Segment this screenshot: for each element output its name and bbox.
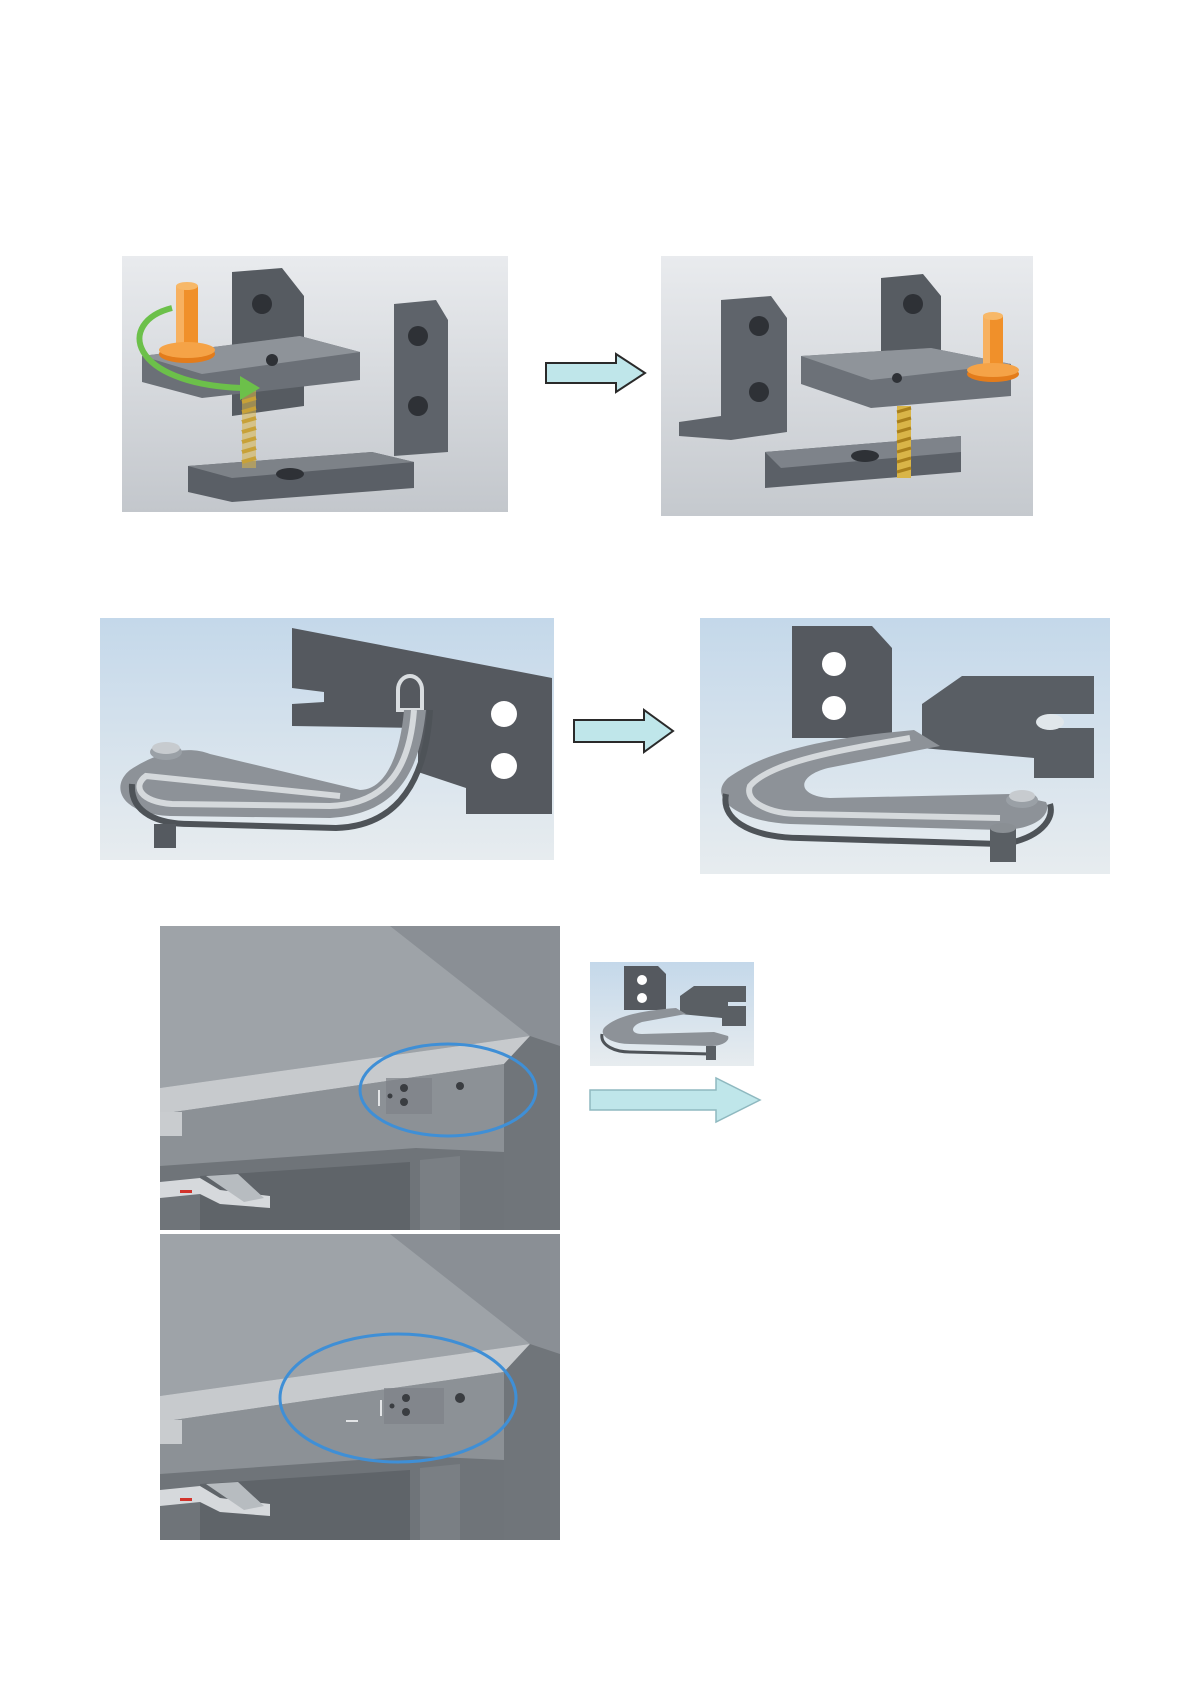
right-arrow-icon xyxy=(588,1076,762,1124)
cabinet-corner-after-image xyxy=(160,1234,560,1540)
cabinet-corner-before-image xyxy=(160,926,560,1230)
transform-arrow-row2 xyxy=(572,708,676,754)
transform-arrow-row3 xyxy=(588,1076,762,1124)
bent-rod-before-image xyxy=(100,618,554,860)
bent-rod-small-icon xyxy=(590,962,754,1066)
cabinet-corner-icon xyxy=(160,926,560,1230)
right-arrow-icon xyxy=(572,708,676,754)
hinge-bracket-mirrored-icon xyxy=(661,256,1033,516)
hinge-bracket-icon xyxy=(122,256,508,512)
cabinet-corner-icon xyxy=(160,1234,560,1540)
hinge-after-image xyxy=(661,256,1033,516)
bent-rod-icon xyxy=(100,618,554,860)
bent-rod-after-image xyxy=(700,618,1110,874)
hinge-before-image xyxy=(122,256,508,512)
bent-rod-thumbnail-image xyxy=(590,962,754,1066)
right-arrow-icon xyxy=(544,352,648,394)
transform-arrow-row1 xyxy=(544,352,648,394)
bent-rod-mirrored-icon xyxy=(700,618,1110,874)
